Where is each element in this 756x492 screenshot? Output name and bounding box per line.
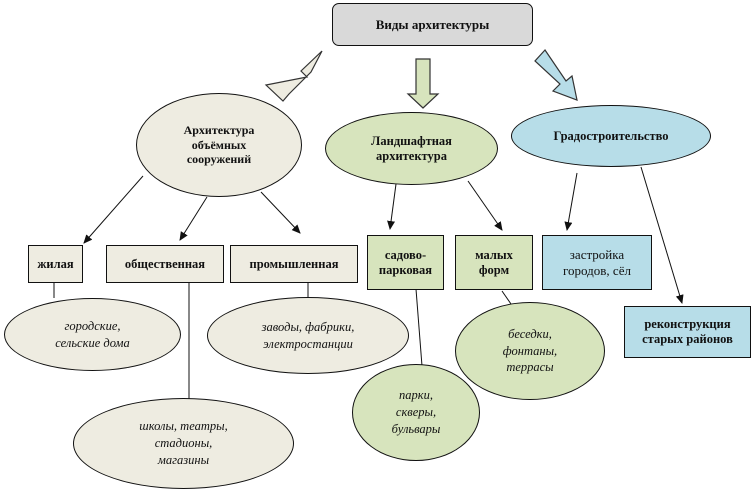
type-residential: жилая bbox=[28, 245, 83, 283]
block-arrow-to-landscape bbox=[406, 58, 440, 109]
link-urban-reconstruction bbox=[640, 166, 684, 304]
link-volume-industrial bbox=[260, 191, 301, 234]
example-small-forms: беседки, фонтаны, террасы bbox=[455, 302, 605, 400]
link-landscape-garden bbox=[387, 183, 397, 230]
type-reconstruction: реконструкция старых районов bbox=[624, 306, 751, 358]
link-urban-development bbox=[564, 172, 578, 231]
type-garden-park: садово- парковая bbox=[367, 235, 444, 290]
example-garden-park: парки, скверы, бульвары bbox=[352, 364, 480, 461]
link-landscape-small-forms bbox=[467, 180, 503, 231]
link-small-forms-example bbox=[501, 290, 512, 305]
category-landscape: Ландшафтная архитектура bbox=[325, 112, 498, 185]
category-volume-structures: Архитектура объёмных сооружений bbox=[136, 93, 302, 197]
example-industrial: заводы, фабрики, электростанции bbox=[207, 297, 409, 374]
example-residential: городские, сельские дома bbox=[4, 298, 181, 371]
link-garden-example bbox=[415, 288, 423, 367]
block-arrow-to-urban bbox=[534, 49, 578, 101]
type-industrial: промышленная bbox=[230, 245, 358, 283]
block-arrow-to-volume bbox=[264, 50, 323, 102]
root-node: Виды архитектуры bbox=[332, 3, 533, 46]
type-public: общественная bbox=[106, 245, 224, 283]
link-volume-public bbox=[179, 196, 208, 241]
link-volume-residential bbox=[83, 175, 144, 244]
category-urban-planning: Градостроительство bbox=[511, 105, 711, 167]
example-public: школы, театры, стадионы, магазины bbox=[73, 398, 294, 489]
type-development: застройка городов, сёл bbox=[542, 235, 652, 290]
type-small-forms: малых форм bbox=[455, 235, 533, 290]
